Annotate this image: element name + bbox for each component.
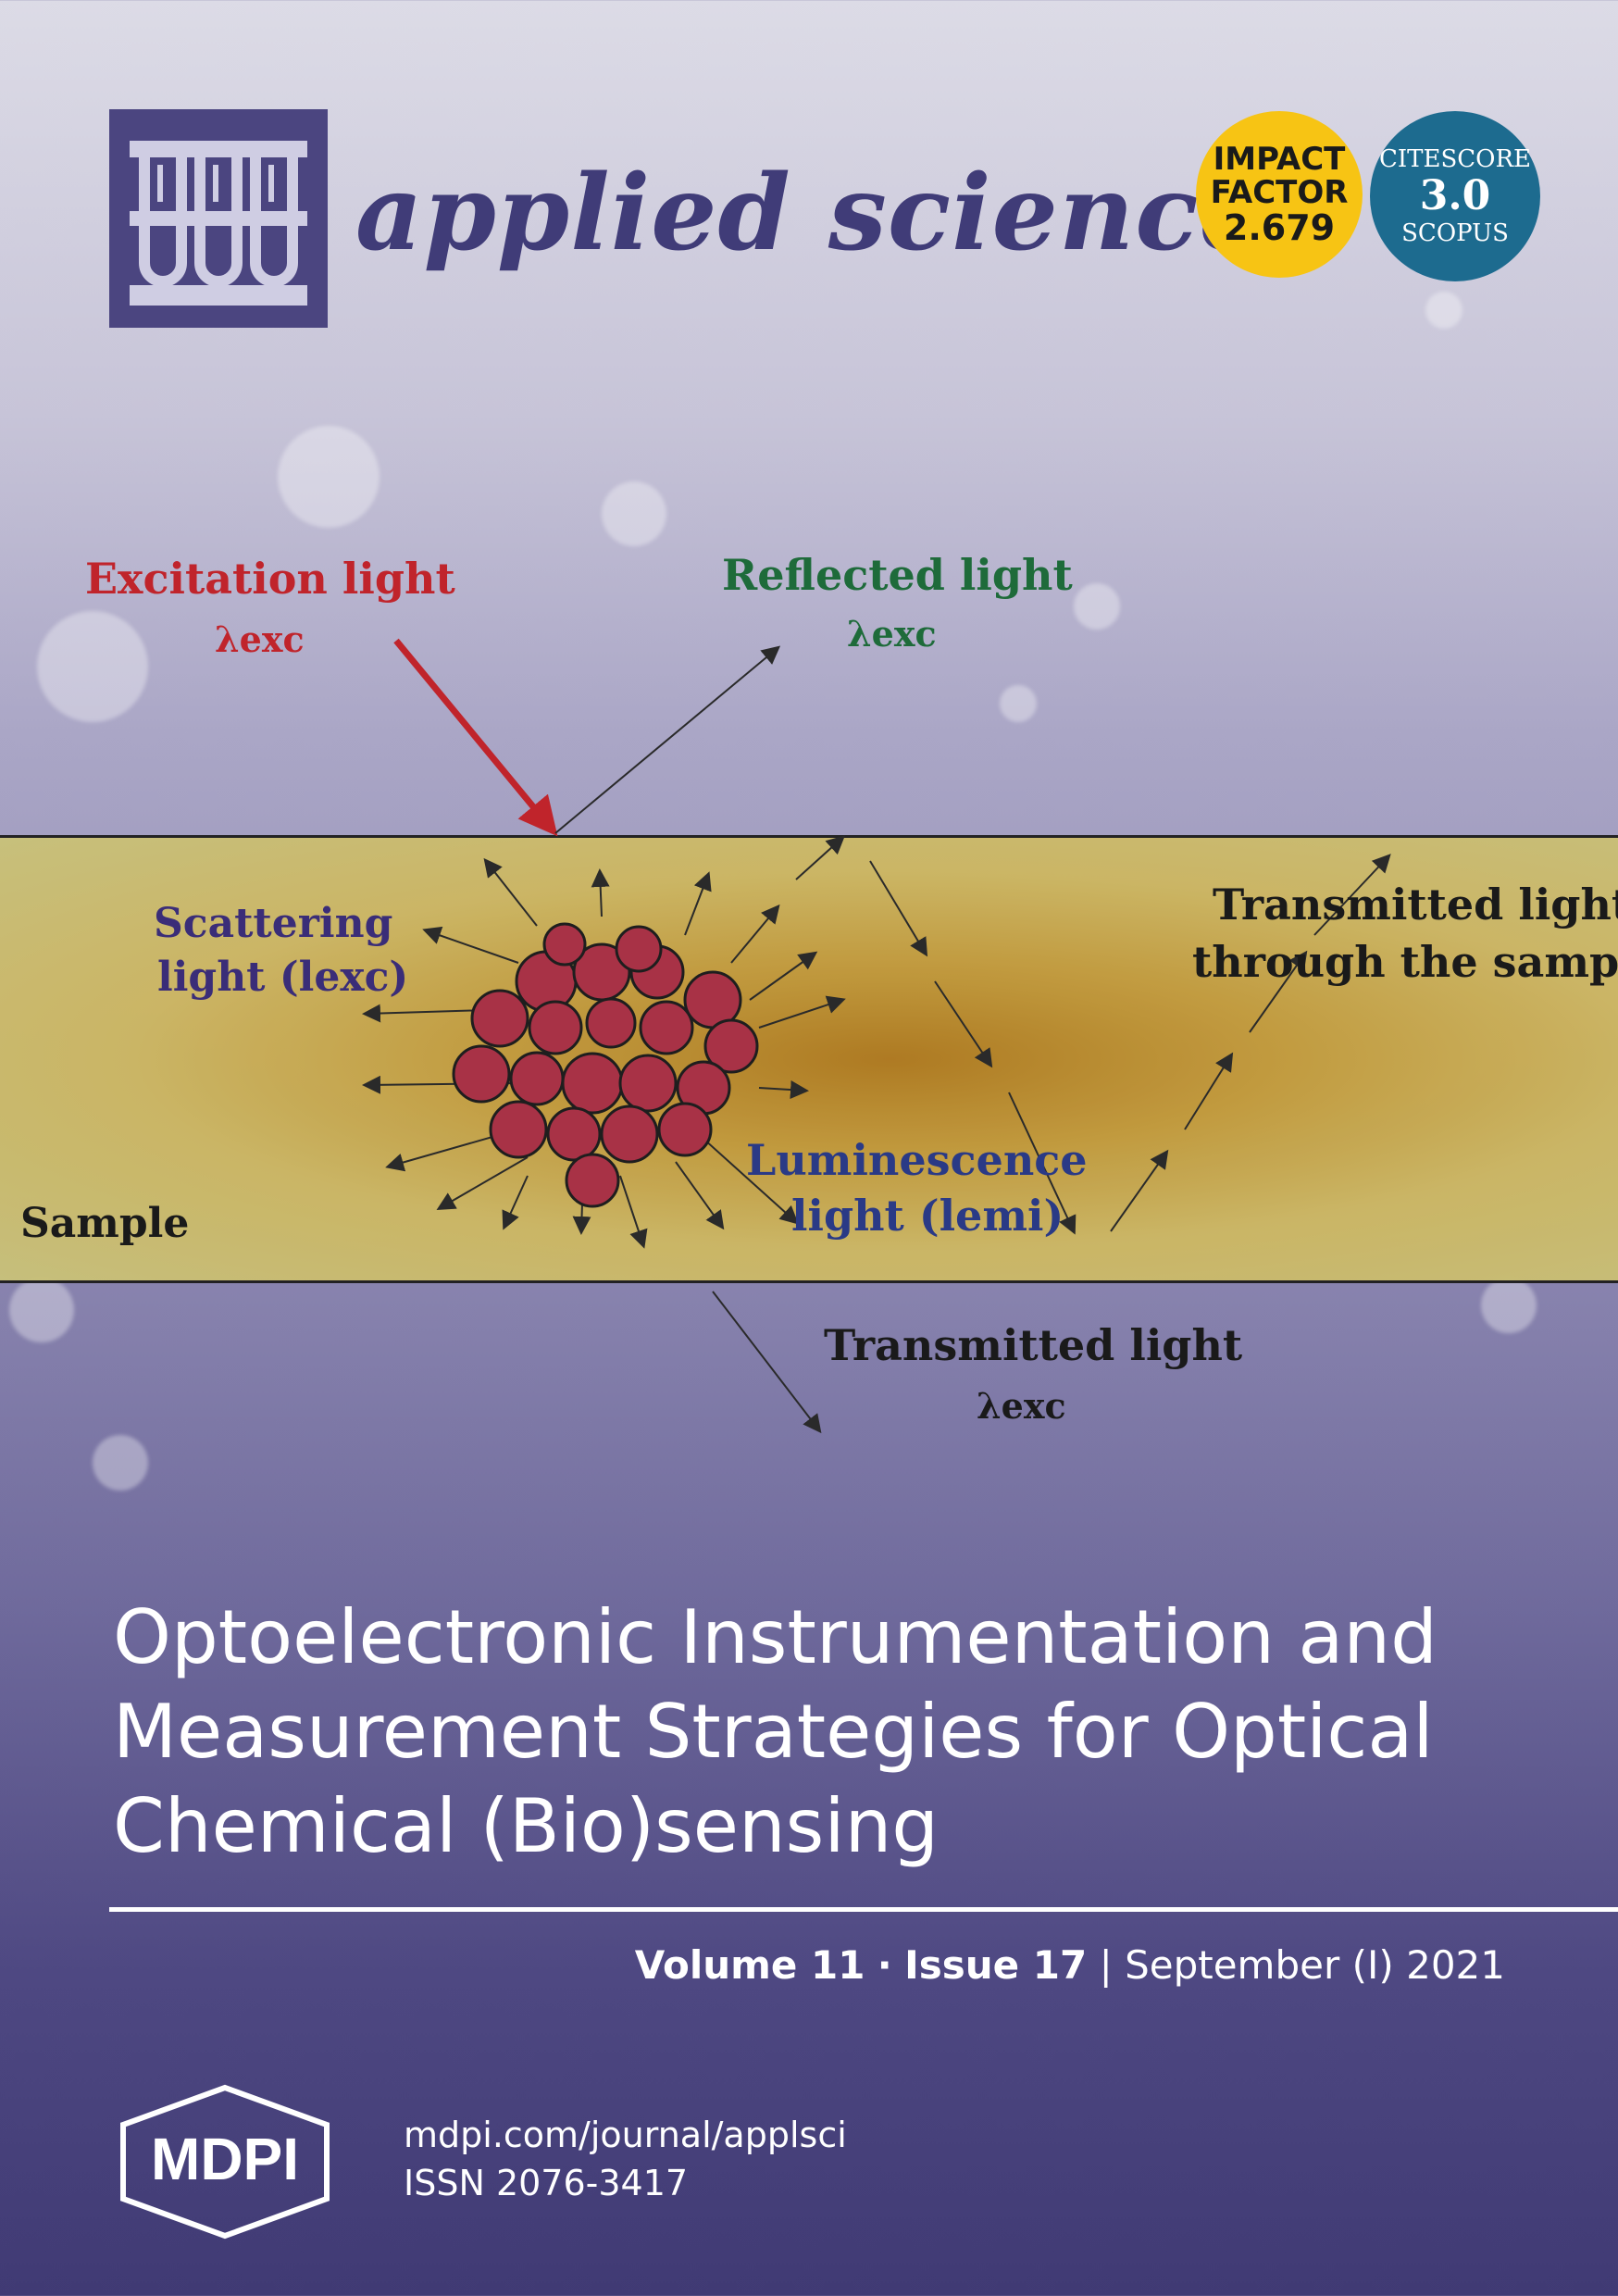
impact-factor-value: 2.679 [1223, 207, 1336, 248]
reflected-symbol: λexc [847, 613, 937, 655]
scattering-label: light (lexc) [157, 954, 409, 1001]
mdpi-logo: MDPI [109, 2083, 341, 2244]
reflected-label: Reflected light [722, 550, 1073, 600]
mdpi-wordmark: MDPI [151, 2126, 299, 2192]
sample-band [0, 835, 1618, 1283]
journal-logo [109, 109, 328, 328]
transmitted-label: Transmitted light [824, 1320, 1243, 1370]
bokeh-light [278, 426, 380, 528]
issue-separator: · [877, 1942, 892, 1988]
bokeh-light [37, 611, 148, 722]
bokeh-light [1074, 583, 1120, 630]
bokeh-light [602, 481, 666, 546]
journal-title: applied sciences [355, 153, 1326, 274]
divider [109, 1907, 1618, 1912]
test-tubes-icon [130, 141, 307, 306]
transmitted-through-label: Transmitted light [1213, 880, 1618, 930]
article-title: Optoelectronic Instrumentation and Measu… [113, 1594, 1438, 1869]
light-interaction-diagram [362, 638, 1391, 1434]
impact-factor-badge: IMPACT FACTOR 2.679 [1196, 111, 1363, 278]
citescore-value: 3.0 [1419, 172, 1491, 219]
bokeh-light [1000, 685, 1037, 722]
issue-divider: | [1099, 1942, 1113, 1988]
publisher-info: mdpi.com/journal/applsci ISSN 2076-3417 [404, 2111, 847, 2207]
issue-info: Volume 11 · Issue 17 | September (I) 202… [635, 1942, 1505, 1988]
reflected-arrow [554, 645, 781, 834]
badge-line: FACTOR [1210, 174, 1349, 211]
badge-line: SCOPUS [1401, 219, 1509, 247]
bokeh-light [1425, 292, 1462, 329]
transmitted-symbol: λexc [977, 1385, 1066, 1427]
scattering-label: Scattering [154, 900, 393, 947]
excitation-symbol: λexc [215, 618, 305, 660]
sample-label: Sample [20, 1200, 190, 1247]
transmitted-through-label: through the sample [1192, 937, 1618, 987]
issue-number: Issue 17 [904, 1942, 1088, 1988]
issn: ISSN 2076-3417 [404, 2163, 689, 2203]
excitation-label: Excitation light [85, 554, 455, 604]
journal-url[interactable]: mdpi.com/journal/applsci [404, 2115, 847, 2155]
bokeh-light [1481, 1278, 1537, 1333]
badge-line: CITESCORE [1378, 145, 1532, 173]
luminescence-label: light (lemi) [791, 1191, 1064, 1241]
volume: Volume 11 [634, 1942, 865, 1988]
scatter-arrows [362, 835, 1391, 1434]
citescore-badge: CITESCORE 3.0 SCOPUS [1370, 111, 1540, 281]
bokeh-light [9, 1278, 74, 1342]
luminescence-label: Luminescence [746, 1135, 1088, 1185]
excitation-arrow [393, 638, 558, 837]
badge-line: IMPACT [1213, 141, 1346, 178]
issue-date: September (I) 2021 [1125, 1942, 1505, 1988]
bokeh-light [93, 1435, 148, 1491]
particle-cluster [452, 922, 759, 1208]
